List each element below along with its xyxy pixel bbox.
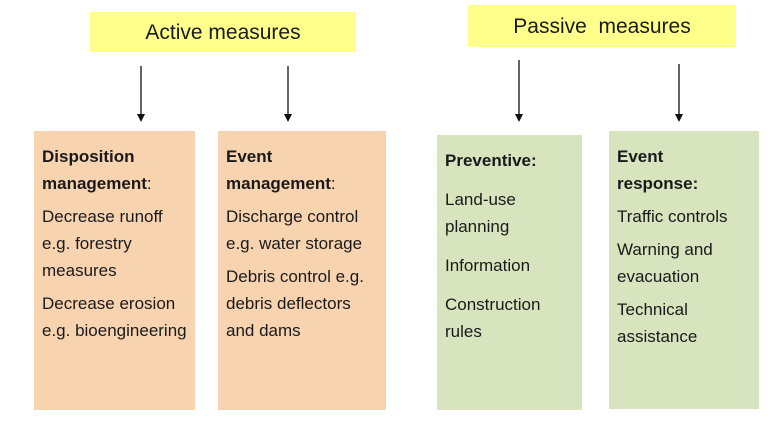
list-item: Debris control e.g. debris deflectors an… [226,267,364,340]
title-line-2: response: [617,174,699,193]
box-title: Preventive: [445,151,537,170]
list-item: Information [445,256,531,275]
box-title: Event management: [226,143,378,197]
title-line-2: management [42,174,147,193]
title-line-1: Disposition [42,147,135,166]
event-management-box: Event management: Discharge control e.g.… [218,131,386,410]
list-item: Discharge control e.g. water storage [226,207,363,253]
event-response-box: Event response: Traffic controls Warning… [609,131,759,409]
list-item: Decrease erosion e.g. bioengineering [42,294,187,340]
title-line-2: management [226,174,331,193]
list-item: Warning and evacuation [617,240,713,286]
disposition-management-box: Disposition management: Decrease runoff … [34,131,195,410]
title-line-1: Event [226,147,273,166]
list-item: Traffic controls [617,207,728,226]
title-colon: : [330,174,336,193]
list-item: Land-use planning [445,190,516,236]
list-item: Decrease runoff e.g. forestry measures [42,207,163,280]
list-item: Construction rules [445,295,541,341]
box-title: Disposition management: [42,143,187,197]
title-colon: : [146,174,152,193]
preventive-box: Preventive: Land-use planning Informatio… [437,135,582,410]
list-item: Technical assistance [617,300,698,346]
box-title: Event response: [617,143,751,197]
title-line-1: Event [617,147,664,166]
passive-measures-header: Passive measures [468,5,736,47]
active-measures-header: Active measures [90,12,356,52]
